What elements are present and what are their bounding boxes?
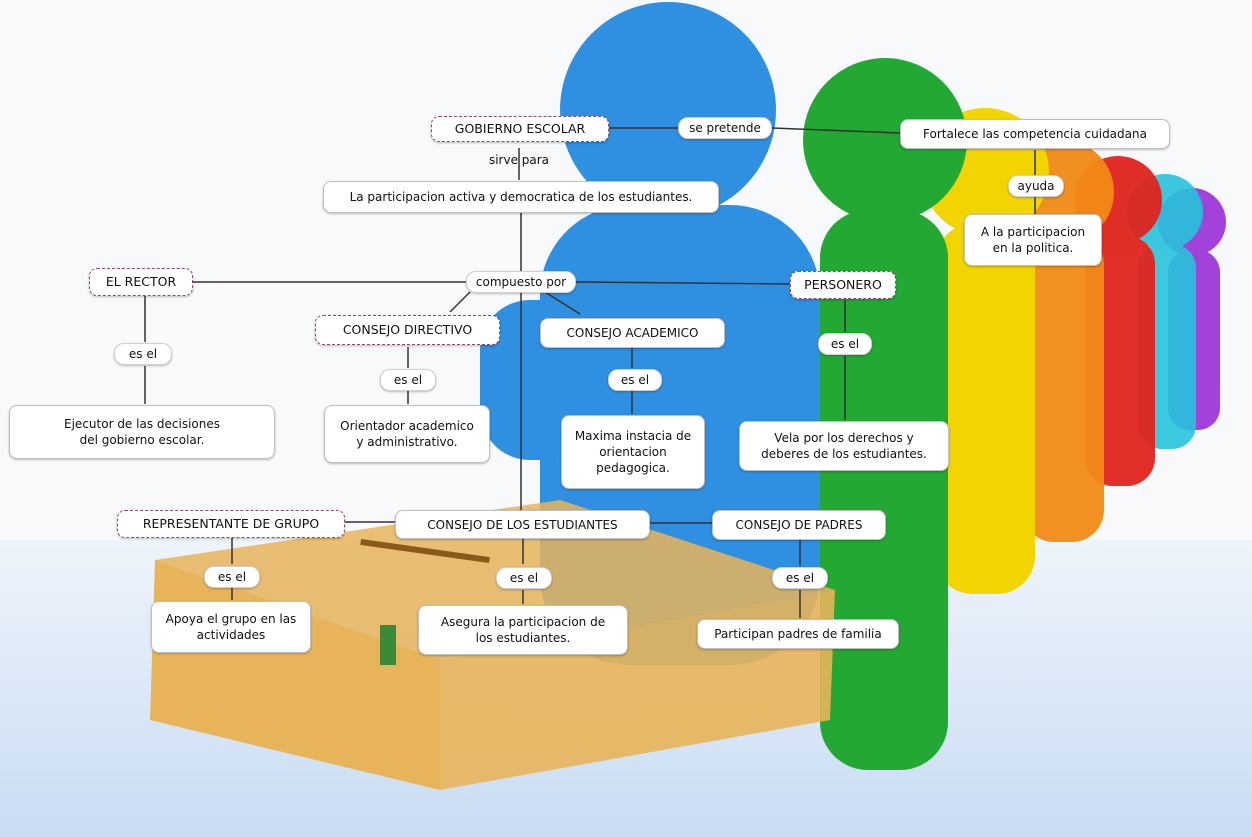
- ballot-box-top: [155, 500, 835, 660]
- node-vela[interactable]: Vela por los derechos y deberes de los e…: [739, 421, 949, 471]
- link-es-el-directivo: es el: [380, 369, 436, 391]
- ballot-lock: [380, 625, 396, 665]
- figure-body: [1022, 232, 1104, 542]
- node-participacion-activa[interactable]: La participacion activa y democratica de…: [323, 181, 719, 213]
- link-sirve-para: sirve para: [488, 153, 550, 167]
- node-consejo-padres[interactable]: CONSEJO DE PADRES: [712, 510, 886, 540]
- edge: [544, 291, 581, 315]
- node-orientador[interactable]: Orientador academico y administrativo.: [324, 405, 490, 463]
- node-asegura[interactable]: Asegura la participacion de los estudian…: [418, 605, 628, 655]
- link-compuesto-por: compuesto por: [466, 271, 576, 293]
- edge: [575, 281, 791, 285]
- link-se-pretende: se pretende: [678, 117, 772, 139]
- node-representante[interactable]: REPRESENTANTE DE GRUPO: [117, 510, 345, 538]
- link-es-el-estudiantes: es el: [496, 567, 552, 589]
- link-es-el-padres: es el: [772, 567, 828, 589]
- link-es-el-representante: es el: [204, 566, 260, 588]
- edge: [449, 291, 471, 313]
- figure-head: [803, 58, 967, 222]
- node-apoya[interactable]: Apoya el grupo en las actividades: [151, 601, 311, 653]
- figure-head: [560, 2, 776, 218]
- figure-body: [935, 224, 1035, 594]
- node-personero[interactable]: PERSONERO: [790, 271, 896, 299]
- node-ejecutor[interactable]: Ejecutor de las decisiones del gobierno …: [9, 405, 275, 459]
- link-es-el-personero: es el: [818, 333, 872, 355]
- node-participan[interactable]: Participan padres de familia: [697, 619, 899, 649]
- node-participacion-politica[interactable]: A la participacion en la politica.: [964, 214, 1102, 266]
- node-consejo-academico[interactable]: CONSEJO ACADEMICO: [540, 318, 725, 348]
- edge: [771, 127, 901, 134]
- link-ayuda: ayuda: [1008, 175, 1064, 197]
- link-es-el-academico: es el: [608, 369, 662, 391]
- node-fortalece[interactable]: Fortalece las competencia cuidadana: [900, 119, 1170, 149]
- ballot-slot: [360, 538, 490, 564]
- node-gobierno-escolar[interactable]: GOBIERNO ESCOLAR: [431, 116, 609, 142]
- node-consejo-directivo[interactable]: CONSEJO DIRECTIVO: [315, 315, 500, 345]
- node-maxima[interactable]: Maxima instacia de orientacion pedagogic…: [561, 415, 705, 489]
- node-el-rector[interactable]: EL RECTOR: [89, 268, 193, 296]
- node-consejo-estudiantes[interactable]: CONSEJO DE LOS ESTUDIANTES: [395, 510, 650, 539]
- link-es-el-rector: es el: [114, 343, 172, 365]
